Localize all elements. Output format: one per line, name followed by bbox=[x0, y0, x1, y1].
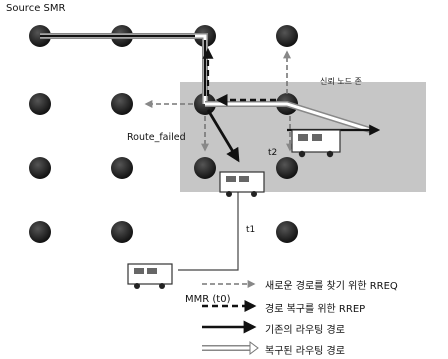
route-failed-label: Route_failed bbox=[127, 132, 186, 143]
node bbox=[111, 157, 133, 179]
reliable-zone-label: 신뢰 노드 존 bbox=[320, 76, 362, 87]
t1-label: t1 bbox=[246, 225, 255, 235]
node bbox=[276, 221, 298, 243]
node bbox=[276, 25, 298, 47]
vehicle-icon-mmr-t1 bbox=[220, 172, 264, 197]
legend-existing-label: 기존의 라우팅 경로 bbox=[265, 321, 345, 336]
legend-rreq-label: 새로운 경로를 찾기 위한 RREQ bbox=[265, 277, 398, 292]
node bbox=[194, 157, 216, 179]
node bbox=[276, 157, 298, 179]
node bbox=[29, 157, 51, 179]
legend-rrep-label: 경로 복구를 위한 RREP bbox=[265, 300, 365, 315]
mmr-path bbox=[178, 192, 238, 270]
source-smr-label: Source SMR bbox=[6, 3, 65, 14]
legend-sample-recovered bbox=[202, 342, 258, 354]
t2-label: t2 bbox=[268, 148, 277, 158]
node bbox=[29, 221, 51, 243]
node bbox=[111, 93, 133, 115]
vehicle-icon-mmr-t0 bbox=[128, 264, 172, 289]
node bbox=[111, 221, 133, 243]
node bbox=[29, 93, 51, 115]
legend-recovered-label: 복구된 라우팅 경로 bbox=[265, 342, 345, 357]
mmr-label: MMR (t0) bbox=[185, 294, 230, 305]
